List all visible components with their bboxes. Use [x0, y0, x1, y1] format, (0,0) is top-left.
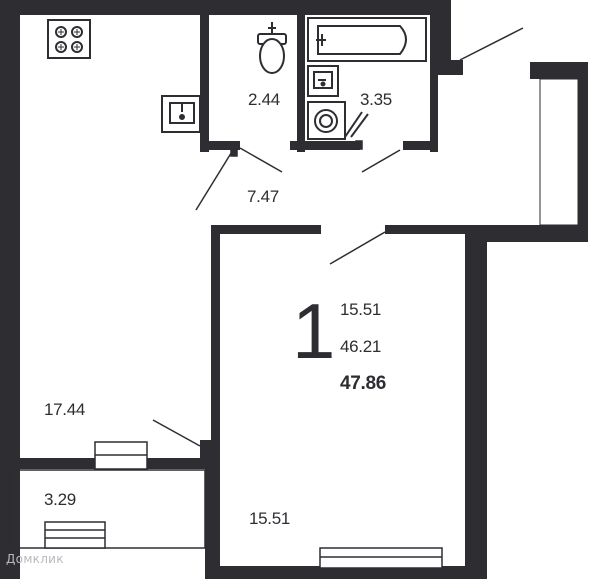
balcony-outline	[9, 469, 206, 549]
room-area-toilet: 2.44	[248, 90, 280, 109]
total-area: 46.21	[340, 337, 382, 356]
washbasin-icon	[307, 65, 339, 97]
room-area-bedroom: 15.51	[249, 509, 291, 528]
watermark: Домклик	[6, 552, 64, 566]
windows	[44, 441, 443, 569]
total-area-with-balcony: 47.86	[340, 373, 387, 394]
room-area-kitchen: 17.44	[44, 400, 86, 419]
stove-icon	[47, 19, 91, 59]
room-area-bathroom: 3.35	[360, 90, 392, 109]
washing-machine-icon	[307, 101, 369, 140]
living-area: 15.51	[340, 300, 382, 319]
room-area-hall: 7.47	[247, 187, 279, 206]
room-area-balcony: 3.29	[44, 490, 76, 509]
rooms-count: 1	[292, 287, 336, 375]
toilet-icon	[257, 22, 287, 74]
sink-icon	[161, 95, 201, 133]
door-swings	[152, 27, 524, 447]
bathtub-icon	[307, 17, 427, 62]
